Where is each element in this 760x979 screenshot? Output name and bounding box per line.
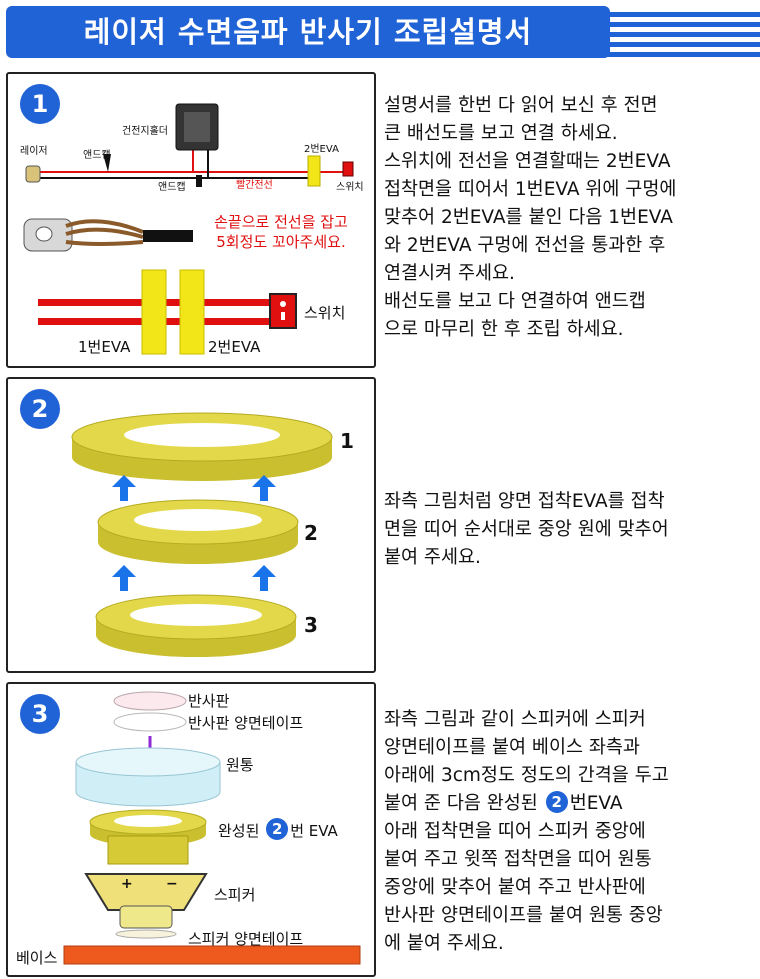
label-switch: 스위치 bbox=[304, 304, 346, 322]
header-stripe bbox=[560, 52, 760, 57]
ring-stack-diagram bbox=[71, 412, 333, 657]
label-speaker-tape: 스피커 양면테이프 bbox=[188, 930, 304, 948]
step1-panel: 1 레이저 앤드캡 건전지홀더 2번EVA 앤드캡 빨 bbox=[6, 72, 376, 368]
reflector-icon bbox=[113, 691, 187, 711]
twisted-wire-icon bbox=[65, 219, 144, 246]
label-end-cap-top: 앤드캡 bbox=[83, 150, 111, 161]
label-end-cap-bottom: 앤드캡 bbox=[158, 182, 186, 193]
step1-description: 설명서를 한번 다 읽어 보신 후 전면 큰 배선도를 보고 연결 하세요. 스… bbox=[384, 95, 677, 340]
ring3-hole bbox=[130, 604, 262, 626]
label-cylinder: 원통 bbox=[226, 756, 254, 774]
label-switch-small: 스위치 bbox=[336, 182, 364, 193]
label-speaker: 스피커 bbox=[214, 886, 256, 904]
step3-badge: 3 bbox=[20, 694, 60, 734]
base-icon bbox=[63, 945, 361, 965]
ring1-hole bbox=[124, 423, 280, 447]
label-reflector: 반사판 bbox=[188, 692, 230, 710]
eva2-big-icon bbox=[179, 269, 205, 355]
wire-tip-icon bbox=[143, 230, 193, 242]
header-stripe bbox=[560, 32, 760, 37]
ring-label-1: 1 bbox=[340, 429, 354, 453]
laser-icon bbox=[25, 165, 41, 183]
eva2-inline-badge: 2 bbox=[545, 791, 568, 813]
ring2-hole bbox=[134, 509, 262, 531]
step1-badge: 1 bbox=[20, 84, 60, 124]
speaker-plus: + bbox=[121, 876, 133, 892]
ring-label-2: 2 bbox=[304, 521, 318, 545]
label-eva1-big: 1번EVA bbox=[78, 338, 131, 356]
label-battery-holder: 건전지홀더 bbox=[122, 126, 168, 137]
step3-description: 좌측 그림과 같이 스피커에 스피커 양면테이프를 붙여 베이스 좌측과 아래에… bbox=[384, 709, 669, 954]
step2-badge: 2 bbox=[20, 389, 60, 429]
step2-panel: 2 1 2 3 bbox=[6, 377, 376, 673]
label-eva2: 2번EVA bbox=[304, 144, 339, 155]
step2-description: 좌측 그림처럼 양면 접착EVA를 접착 면을 띠어 순서대로 중앙 원에 맞추… bbox=[384, 491, 669, 568]
end-cap-bottom-icon bbox=[196, 175, 202, 187]
eva1-big-icon bbox=[141, 269, 167, 355]
header-stripe bbox=[560, 42, 760, 47]
switch-small-icon bbox=[342, 161, 354, 177]
label-reflector-tape: 반사판 양면테이프 bbox=[188, 714, 304, 732]
speaker-icon bbox=[84, 873, 208, 911]
title-banner: 레이저 수면음파 반사기 조립설명서 bbox=[6, 6, 610, 58]
page-title: 레이저 수면음파 반사기 조립설명서 bbox=[83, 15, 533, 49]
arrow-up-icon bbox=[112, 475, 136, 501]
speaker-tape-icon bbox=[115, 929, 177, 939]
switch-icon bbox=[269, 293, 297, 329]
eva2-small-icon bbox=[307, 155, 321, 187]
header-stripe bbox=[560, 22, 760, 27]
arrow-up-icon bbox=[252, 565, 276, 591]
arrow-up-icon bbox=[252, 475, 276, 501]
arrow-up-icon bbox=[112, 565, 136, 591]
eva2-badge: 2 bbox=[266, 818, 289, 840]
label-red-wire: 빨간전선 bbox=[236, 180, 273, 191]
end-cap-icon bbox=[103, 154, 111, 172]
assembly-diagram bbox=[63, 691, 361, 965]
twist-instruction: 손끝으로 전선을 잡고 5회정도 꼬아주세요. bbox=[214, 213, 348, 251]
wiring-diagram bbox=[23, 103, 354, 355]
label-base: 베이스 bbox=[16, 949, 58, 967]
speaker-minus: − bbox=[166, 876, 178, 892]
label-laser: 레이저 bbox=[20, 146, 48, 157]
ring-label-3: 3 bbox=[304, 613, 318, 637]
reflector-tape-icon bbox=[113, 712, 187, 732]
header-stripe bbox=[560, 12, 760, 17]
label-eva2-big: 2번EVA bbox=[208, 338, 261, 356]
